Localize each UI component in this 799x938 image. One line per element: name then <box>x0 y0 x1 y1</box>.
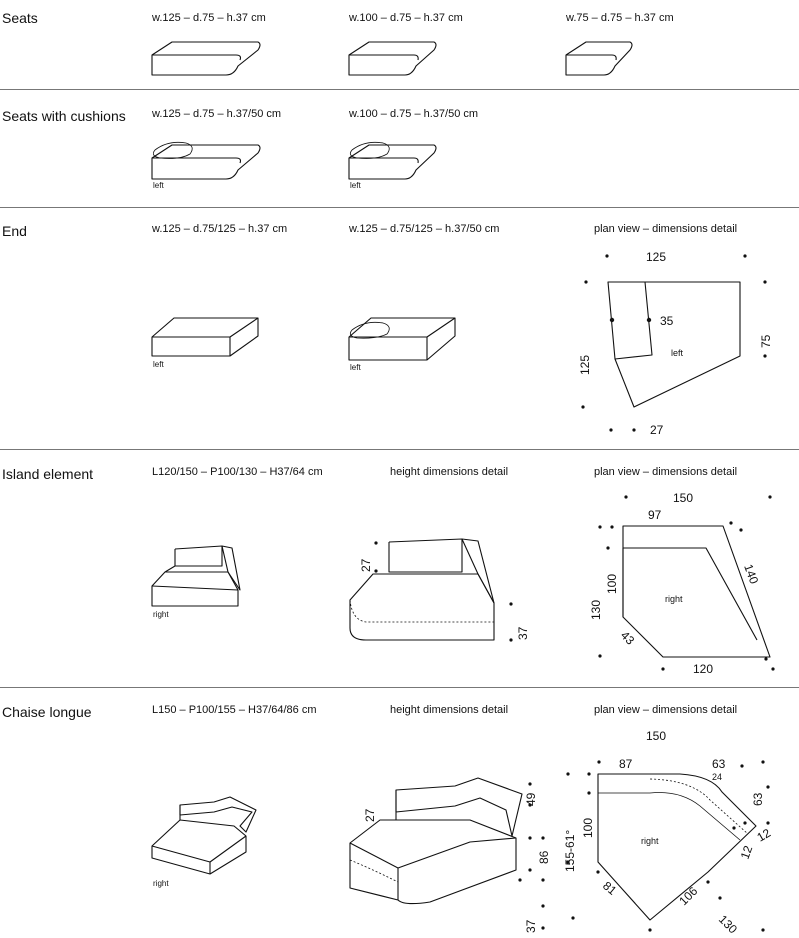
plan-dim-chamfer: 81 <box>600 879 619 899</box>
chaise-plan-view: 150 87 63 24 63 12 12 100 155-61° 81 106… <box>563 729 773 937</box>
dimension-label: w.125 – d.75/125 – h.37/50 cm <box>349 223 500 235</box>
dimension-label: w.100 – d.75 – h.37 cm <box>349 12 463 24</box>
cushion-seat-drawings <box>151 141 437 180</box>
dimension-label: w.125 – d.75/125 – h.37 cm <box>152 223 288 235</box>
height-dim-mid: 86 <box>537 850 551 864</box>
island-height-drawing: 27 37 <box>349 538 530 642</box>
orientation-label: right <box>153 879 169 888</box>
plan-side-label: left <box>671 348 684 358</box>
height-dim-seat: 37 <box>524 919 538 933</box>
plan-dim-bottom: 120 <box>693 662 713 676</box>
cushion-seat-125-drawing <box>151 141 261 180</box>
seat-100-drawing <box>348 41 437 76</box>
dimension-label: plan view – dimensions detail <box>594 466 738 478</box>
plan-dim-r2: 12 <box>755 826 774 845</box>
orientation-label: left <box>350 181 361 190</box>
plan-dim-top: 150 <box>673 491 693 505</box>
dimension-label: L150 – P100/155 – H37/64/86 cm <box>152 704 317 716</box>
plan-dim-right: 63 <box>751 792 765 806</box>
seat-drawings <box>151 41 633 76</box>
plan-dim-top: 150 <box>646 729 666 743</box>
height-dim-seat: 37 <box>516 626 530 640</box>
plan-dim-r1: 12 <box>738 843 756 861</box>
plan-dim-notch: 35 <box>660 314 674 328</box>
height-dim-back: 27 <box>359 558 373 572</box>
dimension-label: plan view – dimensions detail <box>594 223 738 235</box>
chaise-height-drawing: 27 49 86 37 <box>349 777 551 933</box>
plan-dim-inner-top: 87 <box>619 757 633 771</box>
chaise-small-drawing <box>151 796 257 875</box>
dimension-label: w.100 – d.75 – h.37/50 cm <box>349 108 479 120</box>
plan-dim-inner-top: 97 <box>648 508 662 522</box>
end-plan-view: 125 35 75 125 27 left <box>578 250 773 437</box>
plan-dim-diag-inner: 106 <box>676 884 700 908</box>
height-dim-arm: 49 <box>524 792 538 806</box>
seat-125-drawing <box>151 41 261 76</box>
section-title: Island element <box>2 466 94 482</box>
plan-side-label: right <box>641 836 659 846</box>
dimension-label: w.125 – d.75 – h.37 cm <box>152 12 266 24</box>
divider <box>0 89 799 90</box>
plan-dim-curve: 63 <box>712 757 726 771</box>
end-drawings: 125 35 75 125 27 left <box>151 250 773 437</box>
island-drawings: 27 37 150 97 140 100 130 43 120 right <box>151 491 775 676</box>
section-title: Seats <box>2 10 38 26</box>
divider <box>0 449 799 450</box>
plan-dim-inner-left: 100 <box>581 818 595 838</box>
plan-dim-right: 75 <box>759 334 773 348</box>
plan-dim-diagonal: 140 <box>741 562 761 586</box>
dimension-label: height dimensions detail <box>390 466 509 478</box>
end-seat-drawing <box>151 317 259 357</box>
cushion-seat-100-drawing <box>348 141 437 180</box>
plan-dim-left: 125 <box>578 355 592 375</box>
orientation-label: right <box>153 610 169 619</box>
island-small-drawing <box>151 545 241 607</box>
plan-dim-bottom: 27 <box>650 423 664 437</box>
plan-dim-outer-left: 155-61° <box>563 830 577 872</box>
orientation-label: left <box>350 363 361 372</box>
seat-75-drawing <box>565 41 633 76</box>
orientation-label: left <box>153 181 164 190</box>
plan-dim-curve-small: 24 <box>712 772 722 782</box>
divider <box>0 687 799 688</box>
dimension-label: w.75 – d.75 – h.37 cm <box>566 12 674 24</box>
plan-dim-diag-outer: 130 <box>716 912 740 936</box>
orientation-label: left <box>153 360 164 369</box>
dimension-label: plan view – dimensions detail <box>594 704 738 716</box>
section-title: End <box>2 223 27 239</box>
plan-side-label: right <box>665 594 683 604</box>
height-dim-back: 27 <box>363 808 377 822</box>
dimension-label: L120/150 – P100/130 – H37/64 cm <box>152 466 323 478</box>
plan-dim-outer-left: 130 <box>589 600 603 620</box>
plan-dim-top: 125 <box>646 250 666 264</box>
dimension-label: w.125 – d.75 – h.37/50 cm <box>152 108 282 120</box>
plan-dim-inner-left: 100 <box>605 574 619 594</box>
end-seat-cushion-drawing <box>348 317 456 361</box>
divider <box>0 207 799 208</box>
section-title: Seats with cushions <box>2 108 126 124</box>
section-title: Chaise longue <box>2 704 92 720</box>
dimension-label: height dimensions detail <box>390 704 509 716</box>
